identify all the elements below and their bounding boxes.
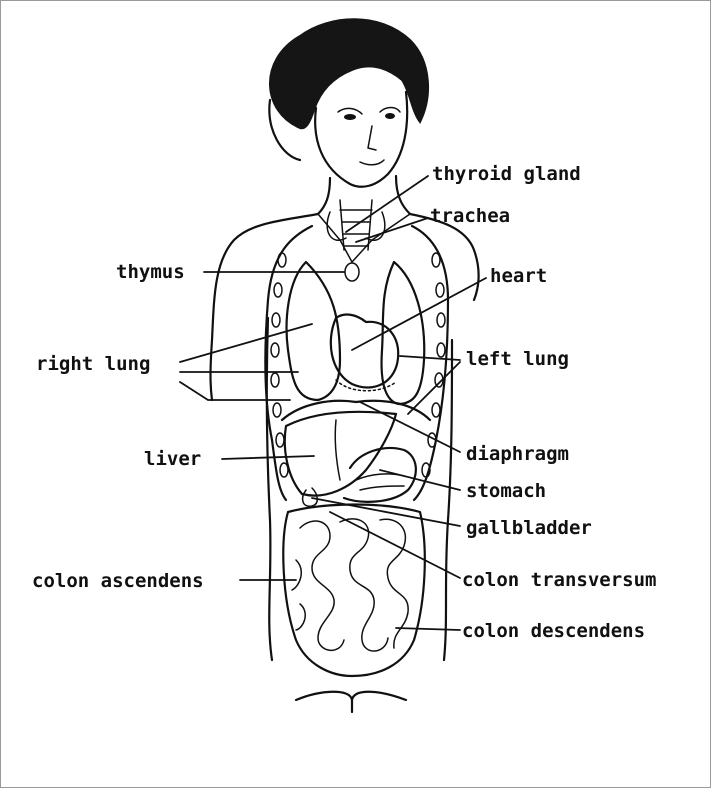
label-thyroid-gland: thyroid gland bbox=[432, 163, 581, 185]
leader-right-lung-3 bbox=[180, 382, 290, 400]
leader-right-lung-1 bbox=[180, 324, 312, 362]
label-heart: heart bbox=[490, 265, 547, 287]
label-trachea: trachea bbox=[430, 205, 510, 227]
leader-stomach bbox=[380, 470, 460, 490]
hair bbox=[270, 19, 428, 128]
liver-shape bbox=[285, 412, 396, 496]
female-torso-figure bbox=[211, 19, 479, 712]
gallbladder-shape bbox=[303, 488, 318, 506]
leader-gallbladder bbox=[312, 498, 460, 526]
ribcage bbox=[265, 226, 312, 500]
label-stomach: stomach bbox=[466, 480, 546, 502]
label-diaphragm: diaphragm bbox=[466, 443, 569, 465]
label-right-lung: right lung bbox=[36, 353, 150, 375]
label-gallbladder: gallbladder bbox=[466, 517, 592, 539]
leader-heart bbox=[352, 278, 486, 350]
leader-lines bbox=[180, 176, 486, 630]
labels: thyroid gland trachea thymus heart right… bbox=[32, 163, 656, 642]
diaphragm-shape bbox=[282, 401, 430, 420]
left-lung-shape bbox=[382, 262, 425, 404]
label-colon-descendens: colon descendens bbox=[462, 620, 645, 642]
small-intestine bbox=[292, 519, 408, 651]
label-left-lung: left lung bbox=[466, 348, 569, 370]
label-liver: liver bbox=[144, 448, 201, 470]
face bbox=[315, 92, 407, 187]
leader-diaphragm bbox=[360, 402, 460, 452]
label-colon-transversum: colon transversum bbox=[462, 569, 656, 591]
label-thymus: thymus bbox=[116, 261, 185, 283]
leader-thyroid bbox=[346, 176, 428, 232]
leader-colon-descendens bbox=[396, 628, 460, 630]
label-colon-ascendens: colon ascendens bbox=[32, 570, 204, 592]
